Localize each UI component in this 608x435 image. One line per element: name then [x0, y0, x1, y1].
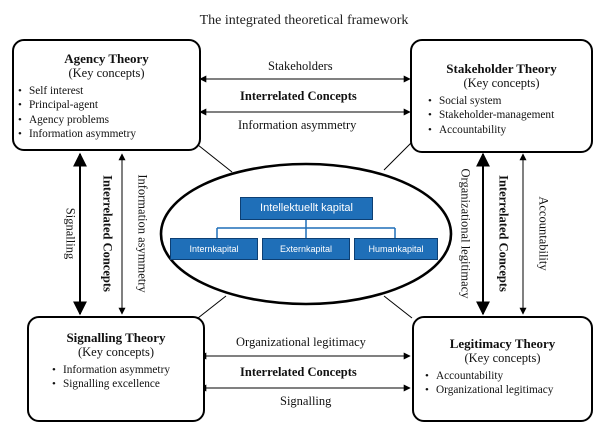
legitimacy-theory-concepts: Accountability Organizational legitimacy: [414, 369, 591, 398]
center-child-node: Internkapital: [170, 238, 258, 260]
list-item: Information asymmetry: [18, 127, 199, 142]
top-link-middle-label: Interrelated Concepts: [240, 89, 357, 103]
stakeholder-theory-heading: Stakeholder Theory: [446, 61, 557, 76]
connector-agency-center: [197, 144, 233, 173]
right-link-middle-label: Interrelated Concepts: [496, 175, 511, 292]
center-root-node: Intellektuellt kapital: [240, 197, 373, 220]
list-item: Accountability: [425, 369, 591, 384]
center-child-node: Externkapital: [262, 238, 350, 260]
left-link-middle-label: Interrelated Concepts: [100, 175, 115, 292]
diagram-title: The integrated theoretical framework: [199, 13, 409, 28]
top-link-upper-label: Stakeholders: [268, 59, 333, 73]
signalling-theory-subheading: (Key concepts): [77, 345, 154, 359]
agency-theory-subheading: (Key concepts): [68, 66, 145, 80]
legitimacy-theory-box: Legitimacy Theory (Key concepts) Account…: [412, 316, 593, 422]
top-link-lower-label: Information asymmetry: [238, 118, 357, 132]
tree-connectors: [216, 220, 396, 238]
list-item: Social system: [428, 94, 591, 109]
list-item: Agency problems: [18, 113, 199, 128]
bottom-link-lower-label: Signalling: [280, 394, 332, 408]
agency-theory-box: Agency Theory (Key concepts) Self intere…: [12, 39, 201, 151]
connector-stakeholder-center: [383, 141, 413, 171]
bottom-link-upper-label: Organizational legitimacy: [236, 335, 366, 349]
agency-theory-heading: Agency Theory: [64, 51, 149, 66]
list-item: Self interest: [18, 84, 199, 99]
left-link-inner-label: Information asymmetry: [135, 174, 150, 293]
left-link-outer-label: Signalling: [63, 207, 78, 260]
connector-legitimacy-center: [383, 295, 413, 319]
legitimacy-theory-heading: Legitimacy Theory: [449, 336, 556, 351]
signalling-theory-heading: Signalling Theory: [66, 330, 166, 345]
center-child-node: Humankapital: [354, 238, 438, 260]
list-item: Information asymmetry: [52, 363, 203, 378]
connector-signalling-center: [197, 295, 227, 319]
list-item: Principal-agent: [18, 98, 199, 113]
bottom-link-middle-label: Interrelated Concepts: [240, 365, 357, 379]
stakeholder-theory-box: Stakeholder Theory (Key concepts) Social…: [410, 39, 593, 153]
list-item: Signalling excellence: [52, 377, 203, 392]
agency-theory-concepts: Self interest Principal-agent Agency pro…: [14, 84, 199, 141]
stakeholder-theory-subheading: (Key concepts): [463, 76, 540, 90]
stakeholder-theory-concepts: Social system Stakeholder-management Acc…: [412, 94, 591, 137]
list-item: Organizational legitimacy: [425, 383, 591, 398]
signalling-theory-box: Signalling Theory (Key concepts) Informa…: [27, 316, 205, 422]
right-link-inner-label: Organizational legitimacy: [458, 168, 473, 299]
list-item: Stakeholder-management: [428, 108, 591, 123]
signalling-theory-concepts: Information asymmetry Signalling excelle…: [29, 363, 203, 392]
list-item: Accountability: [428, 123, 591, 138]
right-link-outer-label: Accountability: [536, 196, 551, 271]
legitimacy-theory-subheading: (Key concepts): [464, 351, 541, 365]
